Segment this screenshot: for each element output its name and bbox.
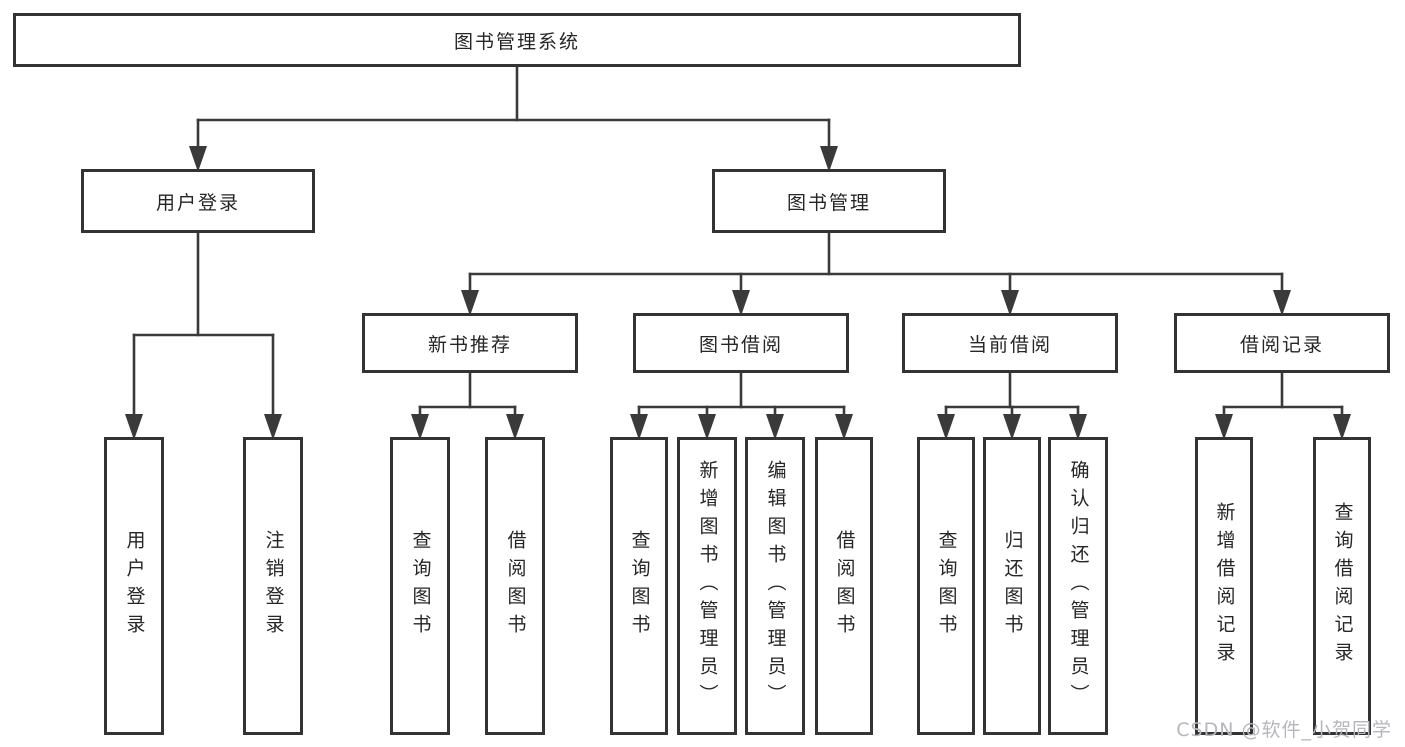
node-br-add-record: 新增借阅记录 <box>1195 437 1253 735</box>
watermark: CSDN @软件_小贺同学 <box>1176 719 1392 741</box>
node-user-login: 用户登录 <box>81 169 315 233</box>
node-book-mgmt: 图书管理 <box>712 169 946 233</box>
node-new-book-rec: 新书推荐 <box>362 313 578 373</box>
node-bb-query-books: 查询图书 <box>610 437 668 735</box>
node-bb-add-books: 新增图书（管理员） <box>677 437 737 735</box>
node-cb-return-books: 归还图书 <box>983 437 1041 735</box>
node-cb-query-books: 查询图书 <box>917 437 975 735</box>
node-book-borrow: 图书借阅 <box>633 313 849 373</box>
node-borrow-records: 借阅记录 <box>1174 313 1390 373</box>
node-bb-edit-books: 编辑图书（管理员） <box>745 437 805 735</box>
node-current-borrow: 当前借阅 <box>902 313 1118 373</box>
node-cb-confirm-return: 确认归还（管理员） <box>1048 437 1108 735</box>
node-br-query-record: 查询借阅记录 <box>1313 437 1371 735</box>
node-logout: 注销登录 <box>243 437 303 735</box>
node-bb-borrow-books: 借阅图书 <box>815 437 873 735</box>
node-rec-query-books: 查询图书 <box>390 437 450 735</box>
node-login: 用户登录 <box>104 437 164 735</box>
node-rec-borrow-books: 借阅图书 <box>485 437 545 735</box>
node-root: 图书管理系统 <box>13 13 1021 67</box>
